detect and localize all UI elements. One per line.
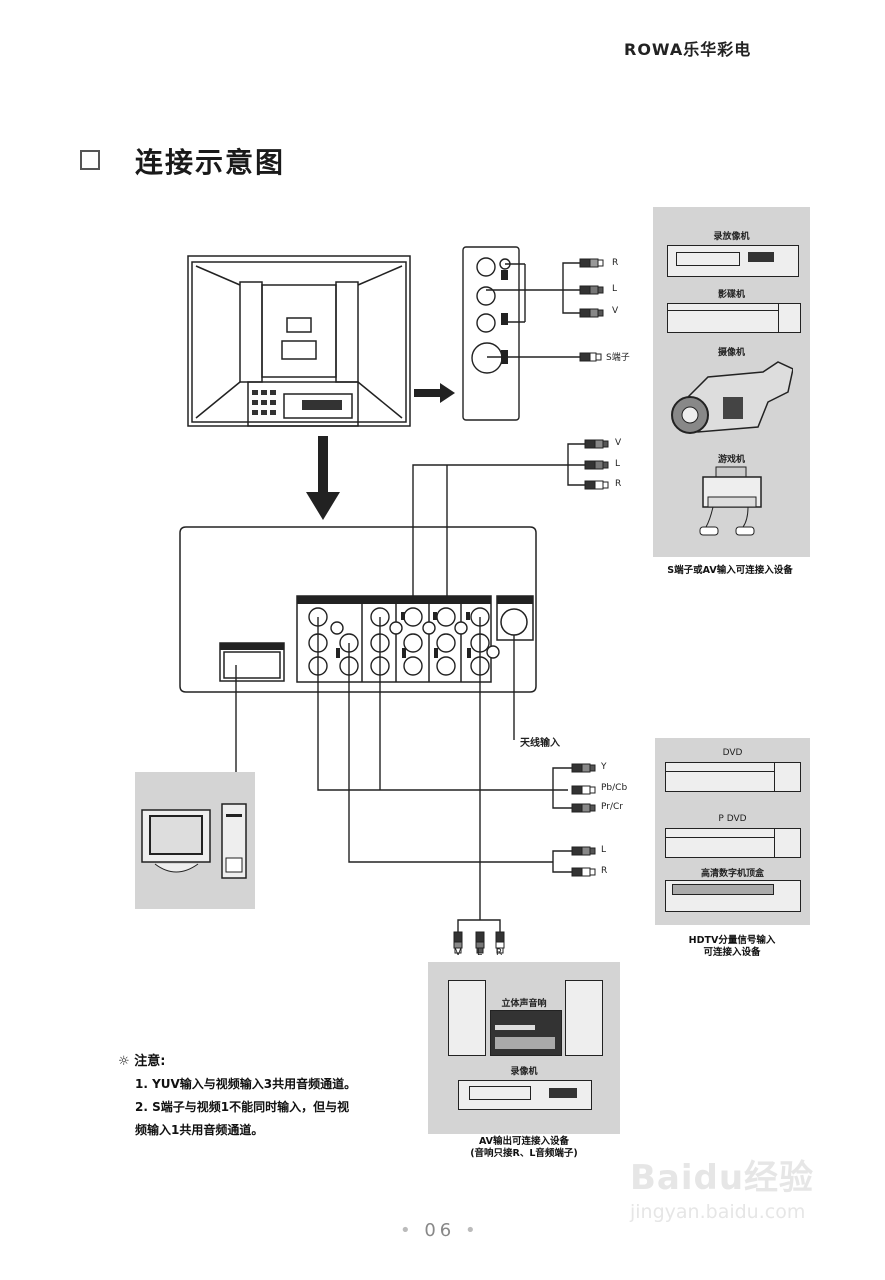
av-out-devices-panel: 立体声音响 录像机 (428, 962, 620, 1134)
arrow-right-icon (414, 383, 455, 403)
plug-label: V (615, 438, 622, 448)
pc-panel (135, 772, 255, 909)
plug-label: Pr/Cr (601, 802, 623, 812)
device-label: 影碟机 (717, 290, 745, 300)
note-item: 1. YUV输入与视频输入3共用音频通道。 (135, 1077, 357, 1091)
rear-av-plugs (584, 439, 609, 490)
device-label: DVD (722, 748, 743, 758)
sun-icon: ☼ (118, 1054, 130, 1069)
device-label: 录放像机 (713, 232, 750, 242)
plug-label: R (496, 948, 503, 958)
set-top-box-illustration (665, 880, 801, 912)
page-number-value: 06 (424, 1220, 456, 1241)
plug-label: Pb/Cb (601, 783, 628, 793)
vcr-illustration (458, 1080, 592, 1110)
tv-rear-illustration (187, 255, 411, 427)
device-label: 高清数字机顶盒 (700, 869, 764, 879)
tv-vent-grid (252, 390, 342, 415)
plug-label: V (612, 306, 619, 316)
arrow-down-icon (306, 436, 340, 520)
side-jack-panel (462, 246, 580, 421)
component-plugs (571, 763, 596, 877)
plug-label: V (455, 948, 462, 958)
game-console-illustration (699, 466, 762, 536)
plug-label: R (601, 866, 608, 876)
device-label: 游戏机 (717, 455, 745, 465)
plug-label: Y (601, 762, 607, 772)
plug-label: L (615, 459, 621, 469)
component-caption-line1: HDTV分量信号输入 (688, 935, 776, 946)
notes-title: 注意: (134, 1054, 166, 1069)
page-number: • 06 • (400, 1220, 480, 1241)
dvd-illustration (665, 762, 801, 792)
side-plugs (579, 258, 604, 362)
plug-label: L (612, 284, 618, 294)
watermark-url: jingyan.baidu.com (630, 1201, 806, 1223)
plug-label: R (612, 258, 619, 268)
plug-label: L (601, 845, 607, 855)
brand-logo: ROWA乐华彩电 (624, 40, 752, 59)
s-av-devices-panel: 录放像机 影碟机 摄像机 游戏机 (653, 207, 810, 557)
stereo-illustration (490, 1010, 562, 1056)
speaker-right-illustration (565, 980, 603, 1056)
notes-heading: ☼ 注意: (118, 1050, 165, 1069)
watermark-brand: Baidu经验 (630, 1158, 815, 1198)
plug-label: R (615, 479, 622, 489)
camcorder-illustration (671, 361, 793, 434)
p-dvd-illustration (665, 828, 801, 858)
note-item: 频输入1共用音频通道。 (135, 1123, 264, 1137)
plug-label: L (477, 948, 483, 958)
speaker-left-illustration (448, 980, 486, 1056)
main-rear-panel (179, 526, 537, 693)
pc-illustration (141, 803, 247, 879)
device-label: 摄像机 (717, 348, 745, 358)
component-devices-panel: DVD P DVD 高清数字机顶盒 (655, 738, 810, 925)
checkbox-bullet-icon (80, 150, 100, 170)
antenna-input-label: 天线输入 (520, 738, 560, 749)
disc-player-illustration (667, 303, 801, 333)
device-label: 录像机 (510, 1067, 538, 1077)
s-av-caption: S端子或AV输入可连接入设备 (667, 565, 793, 576)
baidu-watermark: Baidu经验 jingyan.baidu.com (630, 1150, 814, 1223)
notes-list: 1. YUV输入与视频输入3共用音频通道。 2. S端子与视频1不能同时输入，但… (135, 1073, 435, 1142)
av-out-caption-line2: (音响只接R、L音频端子) (470, 1148, 578, 1159)
component-caption-line2: 可连接入设备 (703, 947, 761, 958)
plug-label: S端子 (606, 353, 630, 363)
note-item: 2. S端子与视频1不能同时输入，但与视 (135, 1100, 350, 1114)
vcr-illustration (667, 245, 799, 277)
device-label: 立体声音响 (501, 999, 547, 1009)
device-label: P DVD (718, 814, 747, 824)
av-out-plugs (453, 931, 505, 954)
av-out-caption-line1: AV输出可连接入设备 (478, 1136, 570, 1147)
page-title: 连接示意图 (135, 146, 286, 179)
